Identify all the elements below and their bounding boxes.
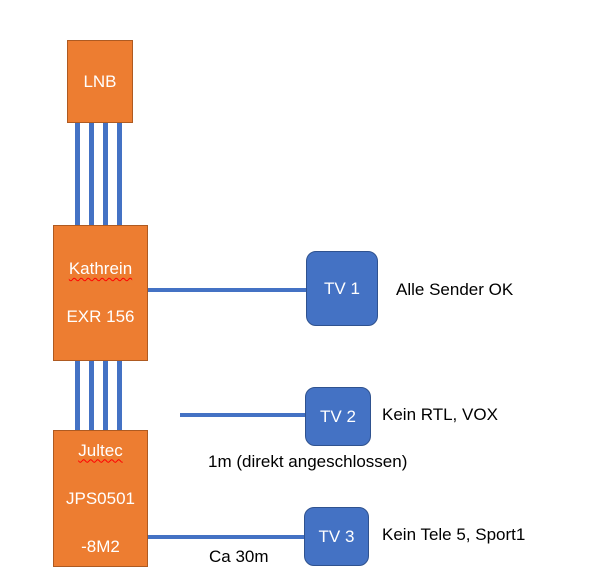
splitter-suffix: -8M2 xyxy=(81,536,120,556)
cable-tv1 xyxy=(147,288,307,292)
cable-tv3 xyxy=(147,535,305,539)
splitter-model: JPS0501 xyxy=(66,488,135,508)
cable-tv2 xyxy=(180,413,306,417)
cable-lnb-kathrein-2 xyxy=(89,122,94,225)
tv3-box: TV 3 xyxy=(304,507,369,566)
tv2-label: TV 2 xyxy=(320,406,356,426)
tv1-box: TV 1 xyxy=(306,251,378,326)
splitter-name: Jultec xyxy=(78,440,123,460)
tv2-status: Kein RTL, VOX xyxy=(382,405,498,424)
tv3-cable-note: Ca 30m xyxy=(209,547,269,566)
multiswitch-name: Kathrein xyxy=(68,259,133,278)
tv2-box: TV 2 xyxy=(305,387,371,446)
tv2-cable-note: 1m (direkt angeschlossen) xyxy=(208,452,408,471)
cable-lnb-kathrein-4 xyxy=(117,122,122,225)
multiswitch-box: Kathrein EXR 156 xyxy=(53,225,148,361)
cable-kathrein-jultec-1 xyxy=(75,360,80,430)
cable-kathrein-jultec-2 xyxy=(89,360,94,430)
cable-lnb-kathrein-1 xyxy=(75,122,80,225)
lnb-label: LNB xyxy=(83,71,117,91)
tv3-status: Kein Tele 5, Sport1 xyxy=(382,525,526,544)
cable-kathrein-jultec-4 xyxy=(117,360,122,430)
cable-lnb-kathrein-3 xyxy=(103,122,108,225)
lnb-box: LNB xyxy=(67,40,133,123)
tv1-status: Alle Sender OK xyxy=(396,280,514,299)
cable-kathrein-jultec-3 xyxy=(103,360,108,430)
splitter-box: Jultec JPS0501 -8M2 xyxy=(53,430,148,567)
tv1-label: TV 1 xyxy=(324,278,360,298)
multiswitch-model: EXR 156 xyxy=(66,307,135,326)
tv3-label: TV 3 xyxy=(318,526,355,546)
